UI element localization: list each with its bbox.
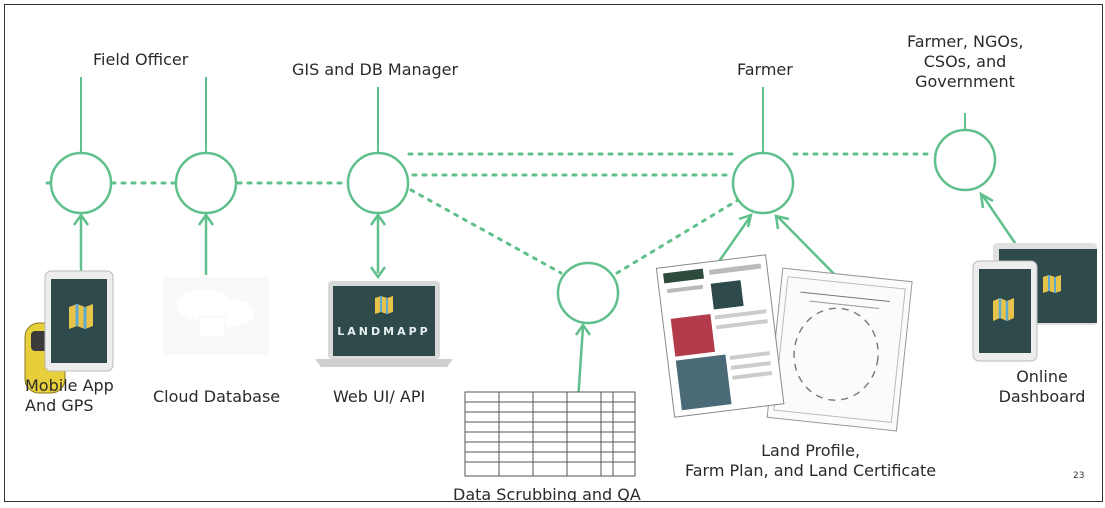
laptop-icon <box>315 281 453 367</box>
node-farmer <box>731 151 795 215</box>
cloud-database-icon <box>163 277 269 355</box>
land-certificate-document <box>766 267 913 432</box>
diagram-canvas <box>24 77 1097 477</box>
land-line-2: Farm Plan, and Land Certificate <box>685 461 937 480</box>
tablet-icon <box>44 270 114 372</box>
arrow-web-bidirectional <box>369 212 387 280</box>
node-field-officer-b <box>174 151 238 215</box>
label-mobile-app: Mobile App And GPS <box>25 376 114 416</box>
arrow-cloud-to-node <box>197 212 215 275</box>
data-table-icon <box>464 391 636 477</box>
stakeholders-line-1: Farmer, NGOs, <box>907 32 1024 51</box>
role-stakeholders: Farmer, NGOs, CSOs, and Government <box>907 32 1023 92</box>
node-field-officer-a <box>49 151 113 215</box>
label-data-scrubbing: Data Scrubbing and QA <box>453 485 641 502</box>
stakeholders-line-3: Government <box>915 72 1015 91</box>
label-land-documents: Land Profile, Farm Plan, and Land Certif… <box>685 441 936 481</box>
mobile-line-2: And GPS <box>25 396 94 415</box>
dashboard-line-1: Online <box>1016 367 1068 386</box>
label-online-dashboard: Online Dashboard <box>991 367 1093 407</box>
stakeholders-line-2: CSOs, and <box>923 52 1007 71</box>
laptop-brand-text: LANDMAPP <box>337 325 431 338</box>
dotted-connectors <box>45 152 936 275</box>
role-field-officer: Field Officer <box>93 50 189 69</box>
arrow-mobile-to-node <box>72 212 90 273</box>
role-farmer: Farmer <box>737 60 793 79</box>
land-profile-document <box>655 254 785 418</box>
dashboard-tablet-icon <box>972 260 1038 362</box>
label-cloud-database: Cloud Database <box>153 387 281 406</box>
node-stakeholders <box>933 128 997 192</box>
node-gis-manager <box>346 151 410 215</box>
page-number: 23 <box>1073 471 1085 481</box>
arrow-dashboard-to-stakeholders <box>979 191 1017 244</box>
role-gis-manager: GIS and DB Manager <box>292 60 459 79</box>
label-web-api: Web UI/ API <box>333 387 426 406</box>
slide: Field Officer GIS and DB Manager Farmer … <box>4 4 1103 502</box>
dashboard-line-2: Dashboard <box>998 387 1086 406</box>
land-line-1: Land Profile, <box>761 441 861 460</box>
mobile-line-1: Mobile App <box>25 376 114 395</box>
node-data-scrubbing <box>556 261 620 325</box>
